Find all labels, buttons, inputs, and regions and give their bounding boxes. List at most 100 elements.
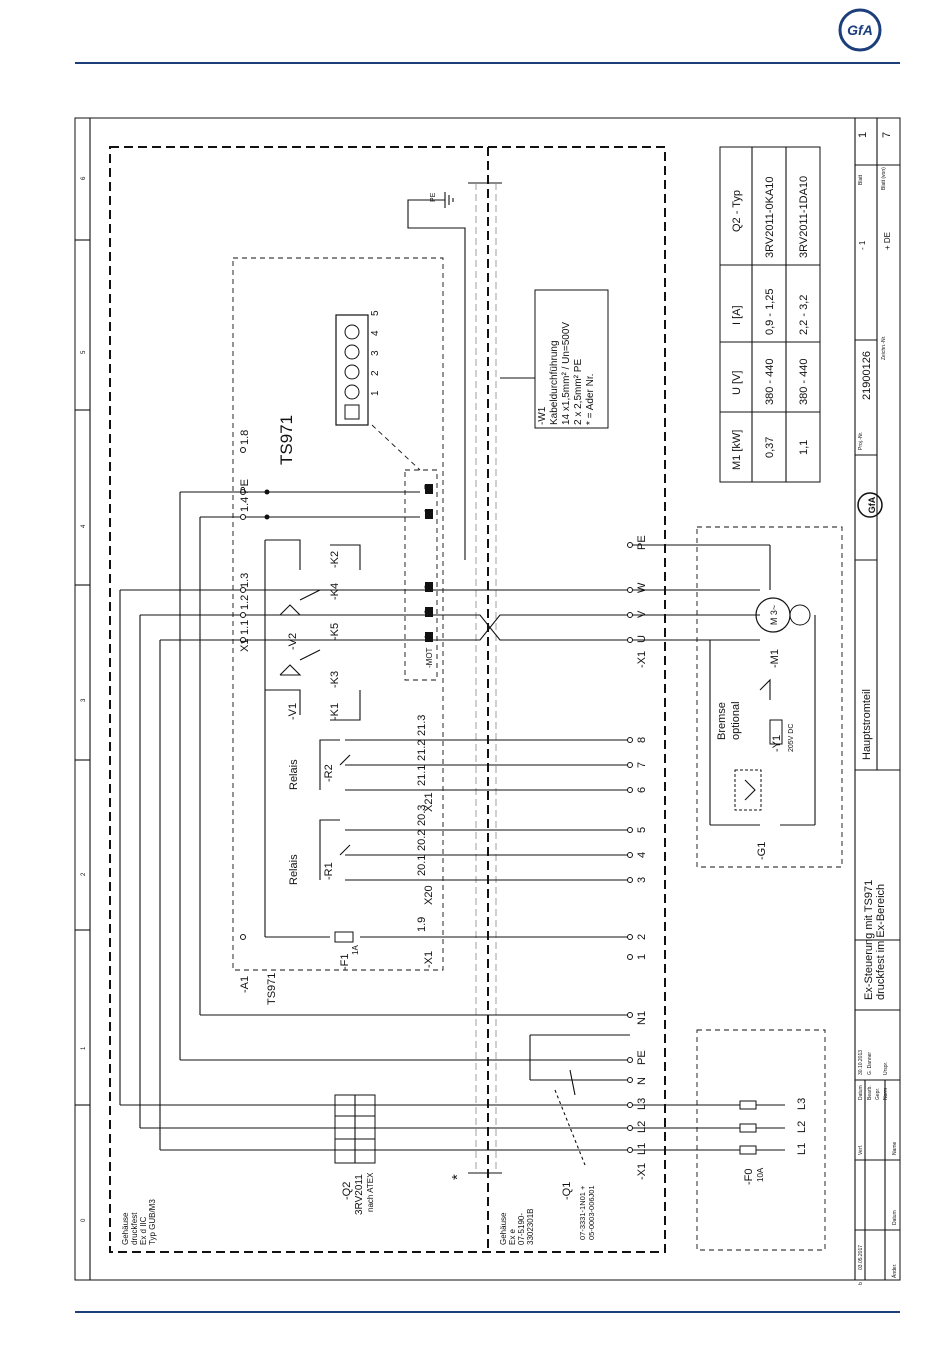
tb-row-1-label: Bearb. (867, 1085, 873, 1100)
label-f0-val: 10A (756, 1167, 765, 1182)
label-k1: -K1 (329, 703, 341, 720)
label-q1: -Q1 (561, 1182, 573, 1200)
motor-m-label: M 3~ (769, 605, 779, 625)
label-relais-2: Relais (288, 759, 300, 790)
supply-n1: N1 (636, 1011, 648, 1025)
label-f1-val: 1A (351, 945, 360, 955)
contactors (265, 539, 361, 721)
label-f0: -F0 (743, 1169, 755, 1186)
label-v2: -V2 (287, 633, 299, 650)
f0-fuses (739, 1100, 757, 1155)
cable-id: -W1 (537, 406, 548, 425)
grid-ticks (75, 239, 90, 1106)
tb-row-2-label: Gepr. (875, 1088, 881, 1100)
q1-switch (554, 1069, 586, 1166)
tb-row-0-datelabel: Datum (858, 1085, 864, 1100)
sheets-label: Blatt (von) (881, 167, 887, 190)
ctl-1: 1 (636, 954, 648, 960)
brake (734, 678, 783, 811)
supply-l2: L2 (636, 1121, 648, 1133)
supply-n: N (636, 1077, 648, 1085)
cable-gland (407, 182, 502, 1174)
label-q2-type: 3RV2011 (354, 1174, 365, 1215)
x1-1-1: 1.1 (239, 620, 251, 635)
label-r1: -R1 (323, 862, 335, 880)
td-0-3: 3RV2011-0KA10 (764, 176, 776, 258)
data-table (719, 146, 821, 483)
mot-pin-4: 4 (423, 509, 435, 515)
cable-line-0: Kabeldurchführung (549, 340, 560, 425)
ctl-8: 8 (636, 737, 648, 743)
motor-v: V (636, 610, 648, 618)
rev-label-b: b (858, 1282, 864, 1285)
grid-6: 6 (81, 176, 87, 180)
label-pe-earth: PE (430, 192, 437, 202)
plug-1: 1 (370, 390, 381, 396)
ctl-5: 5 (636, 827, 648, 833)
label-optional: optional (730, 701, 742, 740)
tb-row-0-date: 30.10.2013 (858, 1050, 864, 1075)
x1-1-9: 1.9 (416, 917, 428, 932)
label-mot: -MOT (425, 647, 434, 668)
sheet-border (74, 117, 901, 1281)
td-1-1: 380 - 440 (798, 359, 810, 405)
header-rule (75, 62, 900, 64)
sheet-nr: 1 (857, 132, 869, 138)
sheets-total: 7 (881, 132, 893, 138)
td-1-3: 3RV2011-1DA10 (798, 176, 810, 258)
grid-0: 0 (81, 1218, 87, 1222)
f0-l1: L1 (796, 1143, 808, 1155)
tb-row-3-label: Norm (883, 1088, 889, 1100)
motor-m1: M 3~ (755, 597, 811, 633)
tb-row-1-date: G. Danner (867, 1052, 873, 1075)
label-bremse: Bremse (716, 702, 728, 740)
sheet-label: Blatt (858, 174, 864, 185)
label-g1: -G1 (756, 842, 768, 860)
ctl-3: 3 (636, 877, 648, 883)
grid-3: 3 (81, 698, 87, 702)
label-r2: -R2 (323, 764, 335, 782)
minus-one: - 1 (858, 240, 867, 250)
encl-e-3: 3302301B (526, 1209, 535, 1245)
motor-w: W (636, 582, 648, 593)
q2-breaker (334, 1094, 376, 1164)
footer-rule (75, 1311, 900, 1313)
plug-3: 3 (370, 350, 381, 356)
grid-5: 5 (81, 350, 87, 354)
label-x20: X20 (423, 885, 435, 905)
plug-5: 5 (370, 310, 381, 316)
th-u: U [V] (731, 371, 743, 395)
f0-box (696, 1029, 826, 1251)
rev-label-aender: Änder. (891, 1264, 898, 1278)
motor-pe: PE (636, 535, 648, 550)
mot-plug-box (404, 469, 438, 681)
td-0-0: 0,37 (764, 437, 776, 458)
th-q2: Q2 - Typ (731, 190, 743, 232)
enclosure-d (109, 146, 666, 1253)
mot-pin-2: 2 (423, 609, 435, 615)
label-x1-motor: -X1 (636, 651, 648, 668)
rev-label-datum: Datum (892, 1210, 898, 1225)
x1-1-8: 1.8 (239, 430, 251, 445)
rev-date: 03.05.2017 (858, 1245, 864, 1270)
label-x1-bottom: -X1 (423, 951, 435, 968)
label-q2: -Q2 (341, 1182, 353, 1200)
supply-pe: PE (636, 1050, 648, 1065)
ctl-6: 6 (636, 787, 648, 793)
x21-1: 21.1 (416, 765, 428, 786)
cable-line-2: 2 x 2,5mm² PE (573, 359, 584, 425)
x21-2: 21.2 (416, 740, 428, 761)
cable-line-1: 14 x1,5mm² / Un=500V (561, 322, 572, 425)
tb-row-0-label: Verf. (858, 1145, 864, 1155)
label-a1: -A1 (239, 976, 251, 993)
relay-contacts (319, 739, 351, 880)
q1-part-1: 05-0003-006J01 (587, 1185, 596, 1240)
x1-pe: 1.4 PE (239, 479, 251, 512)
label-y1: -Y1 (771, 735, 783, 752)
grid-1: 1 (81, 1046, 87, 1050)
mot-pin-1: 1 (423, 634, 435, 640)
title-line2: druckfest im Ex-Bereich (875, 884, 887, 1000)
label-q2-note: nach ATEX (366, 1172, 375, 1212)
